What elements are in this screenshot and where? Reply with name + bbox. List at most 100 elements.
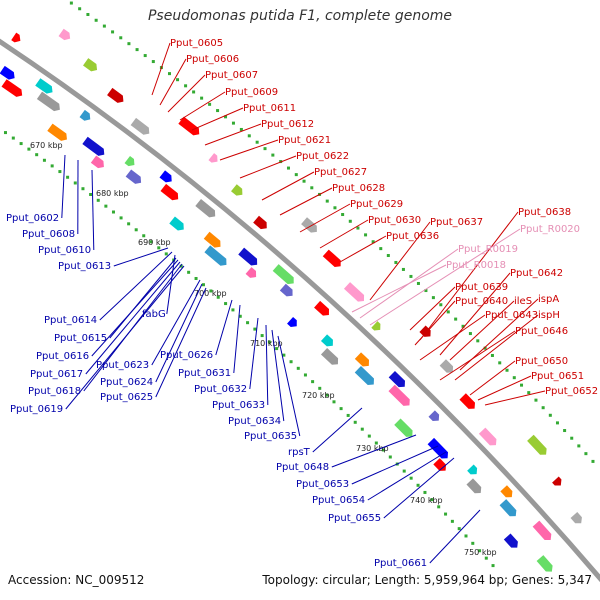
track-dot: [386, 254, 390, 258]
leader-line: [99, 251, 173, 321]
track-dot: [11, 136, 15, 140]
track-dot: [111, 30, 115, 34]
track-dot: [548, 413, 552, 417]
track-dot: [209, 289, 213, 293]
gene-label: Pput_R0020: [520, 224, 580, 235]
track-dot: [333, 206, 337, 210]
gene-block: [203, 231, 221, 248]
gene-label: Pput_0633: [212, 400, 265, 411]
gene-block: [79, 109, 91, 121]
leader-line: [351, 264, 447, 313]
gene-label: Pput_0626: [160, 350, 213, 361]
gene-block: [124, 155, 135, 167]
gene-label: Pput_0607: [205, 70, 258, 81]
track-dot: [409, 274, 413, 278]
track-dot: [3, 131, 7, 135]
gene-block: [47, 123, 67, 141]
track-dot: [111, 210, 115, 214]
leader-line: [113, 247, 169, 267]
track-dot: [89, 192, 93, 196]
gene-label: fabG: [142, 309, 166, 320]
track-dot: [401, 267, 405, 271]
gene-label: Pput_0652: [545, 386, 598, 397]
track-dot: [231, 308, 235, 312]
leader-line: [167, 74, 206, 113]
map-title: Pseudomonas putida F1, complete genome: [147, 8, 453, 24]
track-dot: [367, 434, 371, 438]
track-dot: [520, 383, 524, 387]
track-dot: [294, 173, 298, 177]
gene-block: [238, 247, 258, 266]
track-dot: [325, 393, 329, 397]
gene-label: Pput_0661: [374, 558, 427, 569]
leader-line: [155, 287, 207, 398]
gene-block: [204, 245, 227, 266]
track-dot: [498, 361, 502, 365]
track-dot: [490, 353, 494, 357]
gene-block: [195, 198, 216, 218]
gene-label: Pput_R0018: [446, 260, 506, 271]
leader-line: [419, 211, 519, 341]
track-dot: [69, 1, 73, 5]
gene-block: [527, 434, 547, 455]
track-dot: [192, 90, 196, 94]
gene-label: Pput_0606: [186, 54, 239, 65]
leader-line: [279, 187, 333, 216]
track-dot: [353, 420, 357, 424]
gene-block: [499, 499, 517, 517]
leader-line: [85, 261, 181, 375]
leader-line: [65, 265, 185, 410]
track-dot: [271, 153, 275, 157]
kbp-tick-label: 670 kbp: [30, 141, 63, 150]
track-dot: [356, 226, 360, 230]
gene-block: [371, 321, 381, 331]
track-dot: [461, 324, 465, 328]
leader-line: [249, 317, 259, 390]
track-dot: [35, 153, 39, 157]
track-dot: [86, 13, 90, 17]
track-dot: [534, 398, 538, 402]
track-dot: [505, 368, 509, 372]
track-dot: [424, 289, 428, 293]
gene-block: [570, 511, 582, 524]
gene-block: [500, 485, 513, 498]
leader-line: [261, 171, 315, 201]
leader-line: [369, 221, 431, 301]
track-dot: [239, 127, 243, 131]
track-dot: [541, 406, 545, 410]
track-dot: [143, 54, 147, 58]
track-dot: [311, 380, 315, 384]
gene-block: [343, 282, 365, 302]
gene-block: [107, 87, 124, 103]
track-dot: [164, 252, 168, 256]
gene-block: [253, 215, 267, 230]
leader-line: [179, 91, 226, 121]
gene-block: [83, 58, 98, 72]
gene-block: [419, 325, 431, 337]
gene-block: [388, 384, 410, 406]
gene-block: [279, 283, 293, 297]
gene-block: [58, 28, 71, 41]
leader-line: [312, 407, 363, 453]
track-dot: [255, 140, 259, 144]
track-dot: [102, 24, 106, 28]
track-dot: [371, 240, 375, 244]
gene-label: Pput_0605: [170, 38, 223, 49]
leader-line: [484, 390, 546, 406]
leader-line: [204, 123, 262, 146]
track-dot: [176, 78, 180, 82]
track-dot: [563, 429, 567, 433]
track-dot: [142, 234, 146, 238]
leader-line: [439, 330, 516, 381]
leader-line: [477, 375, 532, 401]
gene-block: [354, 366, 374, 385]
track-dot: [224, 302, 228, 306]
gene-label: Pput_0608: [22, 229, 75, 240]
leader-line: [351, 445, 439, 485]
label-leaders: [61, 42, 546, 564]
track-dot: [348, 219, 352, 223]
leader-line: [319, 219, 369, 249]
gene-label: Pput_0612: [261, 119, 314, 130]
